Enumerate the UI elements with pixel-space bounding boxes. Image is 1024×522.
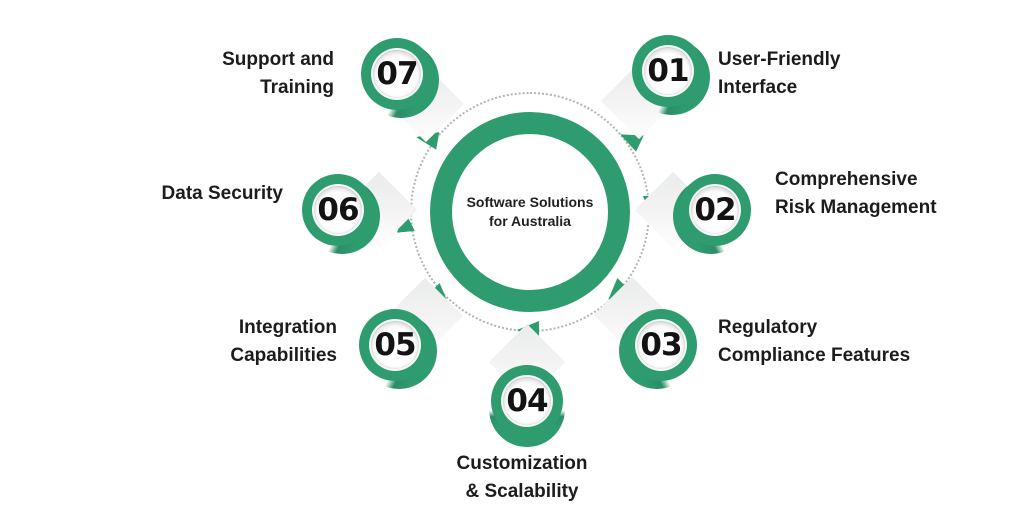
step-badge-04: 04	[491, 365, 563, 437]
step-number: 01	[647, 53, 689, 89]
label-line: Customization	[456, 453, 588, 474]
step-badge-inner: 01	[644, 47, 692, 95]
node-03: 03	[593, 276, 697, 389]
step-badge-inner: 02	[691, 186, 739, 234]
label-line: Integration	[238, 317, 337, 338]
center-title-line1: Software Solutions	[466, 194, 594, 210]
step-badge-inner: 04	[503, 377, 551, 425]
step-number: 07	[376, 56, 418, 92]
label-line: Interface	[718, 77, 798, 98]
step-badge-inner: 06	[314, 186, 362, 234]
label-line: User-Friendly	[718, 49, 841, 70]
node-06-label: Data Security	[162, 180, 283, 208]
node-03-label: Regulatory Compliance Features	[718, 314, 910, 370]
node-05-label: Integration Capabilities	[230, 314, 337, 370]
node-04: 04	[488, 323, 566, 447]
step-number: 05	[374, 327, 416, 363]
node-02: 02	[634, 171, 751, 254]
node-01: 01	[600, 35, 710, 140]
label-line: Training	[260, 77, 334, 98]
step-badge-02: 02	[679, 174, 751, 246]
label-line: Risk Management	[775, 197, 937, 218]
step-number: 03	[640, 327, 682, 363]
node-04-label: Customization & Scalability	[442, 450, 602, 506]
center-title: Software Solutions for Australia	[467, 193, 594, 231]
node-06: 06	[302, 171, 418, 254]
center-circle: Software Solutions for Australia	[430, 112, 630, 312]
label-line: Compliance Features	[718, 345, 911, 366]
step-badge-01: 01	[632, 35, 704, 107]
step-badge-07: 07	[361, 38, 433, 110]
step-badge-03: 03	[625, 309, 697, 381]
node-05: 05	[359, 277, 464, 389]
node-01-label: User-Friendly Interface	[718, 46, 840, 102]
node-07: 07	[361, 38, 465, 143]
node-07-label: Support and Training	[222, 46, 334, 102]
label-line: Regulatory	[718, 317, 818, 338]
label-line: Comprehensive	[775, 169, 918, 190]
label-line: Support and	[222, 49, 334, 70]
node-02-label: Comprehensive Risk Management	[775, 166, 937, 222]
center-title-line2: for Australia	[489, 213, 571, 229]
step-badge-06: 06	[302, 174, 374, 246]
label-line: Capabilities	[230, 345, 337, 366]
step-badge-inner: 07	[373, 50, 421, 98]
label-line: & Scalability	[465, 481, 579, 502]
step-number: 06	[317, 192, 359, 228]
step-badge-05: 05	[359, 309, 431, 381]
step-badge-inner: 03	[637, 321, 685, 369]
step-number: 04	[506, 383, 548, 419]
step-badge-inner: 05	[371, 321, 419, 369]
step-number: 02	[694, 192, 736, 228]
label-line: Data Security	[161, 183, 283, 204]
